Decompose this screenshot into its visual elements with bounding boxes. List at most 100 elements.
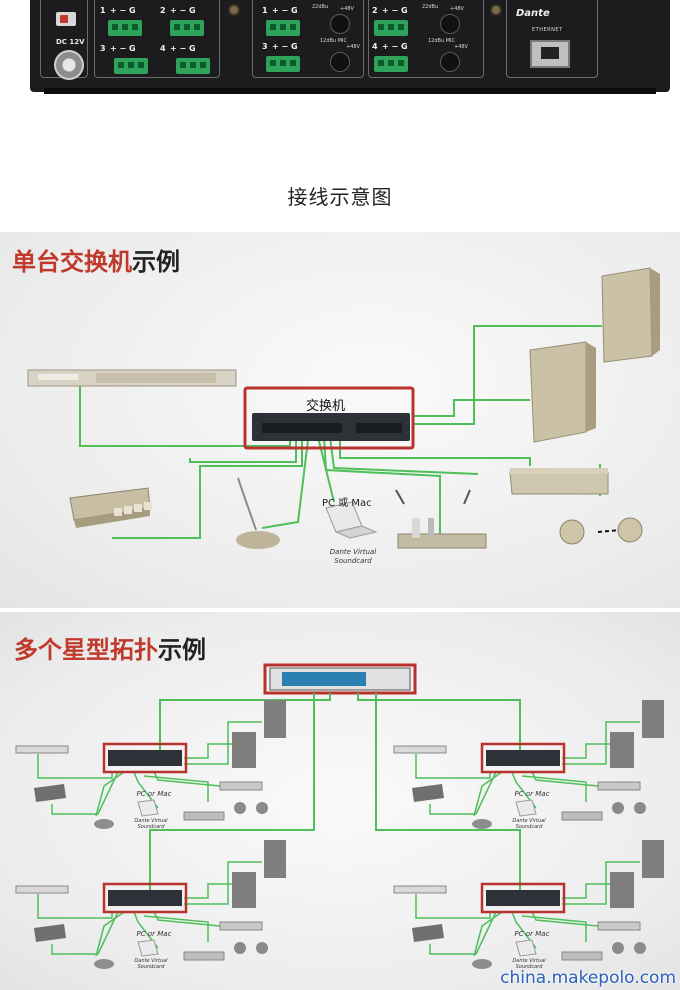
mic-label: 12dBu MIC	[320, 38, 348, 44]
gain-knob	[440, 52, 460, 72]
phantom-label: +48V	[454, 44, 468, 50]
software-line-1: Dante Virtual	[329, 548, 377, 556]
gooseneck-mic	[236, 477, 280, 549]
terminal-label: + − G	[272, 6, 298, 15]
ceiling-speakers	[559, 517, 643, 545]
rack-processor	[393, 885, 447, 894]
channel-number: 3	[100, 44, 106, 53]
stagebox	[412, 784, 444, 802]
laptop	[325, 501, 378, 539]
title-highlight: 单台交换机	[12, 248, 132, 276]
wireless-receiver	[183, 951, 225, 961]
terminal-block	[266, 20, 300, 36]
terminal-label: + − G	[382, 42, 408, 51]
wireless-receiver	[561, 811, 603, 821]
switch-highlight-box	[102, 742, 188, 774]
laptop	[137, 939, 159, 957]
channel-number: 2	[372, 6, 378, 15]
ethernet-label: ETHERNET	[532, 27, 563, 33]
input-section-b	[252, 0, 364, 78]
loudspeaker	[264, 700, 286, 738]
phantom-label: +48V	[450, 6, 464, 12]
channel-number: 2	[160, 6, 166, 15]
audio-processor	[597, 781, 641, 791]
channel-number: 1	[262, 6, 268, 15]
switch-label: 交换机	[306, 399, 346, 414]
terminal-label: + − G	[170, 44, 196, 53]
level-label: 22dBu	[312, 4, 329, 10]
laptop	[515, 799, 537, 817]
loudspeaker	[232, 732, 256, 768]
ceiling-speaker	[256, 802, 268, 814]
level-label: 22dBu	[422, 4, 439, 10]
stagebox	[69, 487, 152, 528]
laptop	[137, 799, 159, 817]
network-switch	[486, 890, 560, 906]
loudspeaker	[232, 872, 256, 908]
switch-highlight-box	[102, 882, 188, 914]
mic-label: 12dBu MIC	[428, 38, 456, 44]
input-section-a	[94, 0, 220, 78]
screw-icon	[228, 4, 240, 16]
network-switch	[108, 750, 182, 766]
terminal-block	[108, 20, 142, 36]
stagebox	[34, 924, 66, 942]
gain-knob	[330, 14, 350, 34]
title-rest: 示例	[158, 636, 206, 664]
ceiling-speaker	[234, 942, 246, 954]
title-rest: 示例	[132, 248, 180, 276]
switch-highlight-box	[243, 386, 415, 450]
device-rear-panel: DC 12V 1 + − G 2 + − G 3 + − G 4 + − G 1…	[30, 0, 670, 92]
software-line-2: Soundcard	[334, 557, 372, 565]
star-cluster-2	[393, 700, 664, 829]
channel-number: 4	[372, 42, 378, 51]
rack-processor	[393, 745, 447, 754]
multi-star-title: 多个星型拓扑示例	[14, 630, 206, 665]
terminal-label: + − G	[170, 6, 196, 15]
audio-processor	[509, 468, 609, 495]
star-cluster-4	[393, 840, 664, 969]
software-line-2: Soundcard	[515, 964, 543, 970]
pc-label: PC or Mac	[514, 790, 550, 798]
wireless-receiver	[561, 951, 603, 961]
loudspeaker	[264, 840, 286, 878]
single-switch-diagram: 单台交换机示例	[0, 232, 680, 608]
software-line-1: Dante Virtual	[512, 818, 546, 824]
phantom-label: +48V	[346, 44, 360, 50]
gooseneck-mic	[94, 959, 114, 969]
terminal-label: + − G	[110, 44, 136, 53]
rack-processor	[15, 745, 69, 754]
loudspeaker	[601, 267, 660, 363]
software-line-2: Soundcard	[515, 824, 543, 830]
trunk-wires	[149, 693, 521, 894]
rack-processor	[27, 369, 237, 387]
wireless-receiver	[183, 811, 225, 821]
gooseneck-mic	[472, 819, 492, 829]
screw-icon	[490, 4, 502, 16]
wire	[79, 385, 291, 447]
pc-label: PC 或 Mac	[322, 498, 372, 509]
ceiling-speaker	[634, 942, 646, 954]
network-switch	[486, 750, 560, 766]
network-section	[506, 0, 598, 78]
rack-processor	[15, 885, 69, 894]
single-switch-title: 单台交换机示例	[12, 242, 180, 277]
switch-highlight-box	[480, 742, 566, 774]
wire	[339, 437, 531, 466]
audio-processor	[219, 781, 263, 791]
wire	[329, 436, 479, 475]
pc-label: PC or Mac	[136, 930, 172, 938]
power-plug-icon	[54, 50, 84, 80]
loudspeaker	[529, 341, 596, 443]
software-line-1: Dante Virtual	[512, 958, 546, 964]
terminal-label: + − G	[110, 6, 136, 15]
ceiling-speaker	[234, 802, 246, 814]
gain-knob	[440, 14, 460, 34]
phantom-label: +48V	[340, 6, 354, 12]
wire	[112, 437, 303, 539]
ceiling-speaker	[634, 802, 646, 814]
pc-label: PC or Mac	[136, 790, 172, 798]
core-switch-ports	[282, 672, 366, 686]
